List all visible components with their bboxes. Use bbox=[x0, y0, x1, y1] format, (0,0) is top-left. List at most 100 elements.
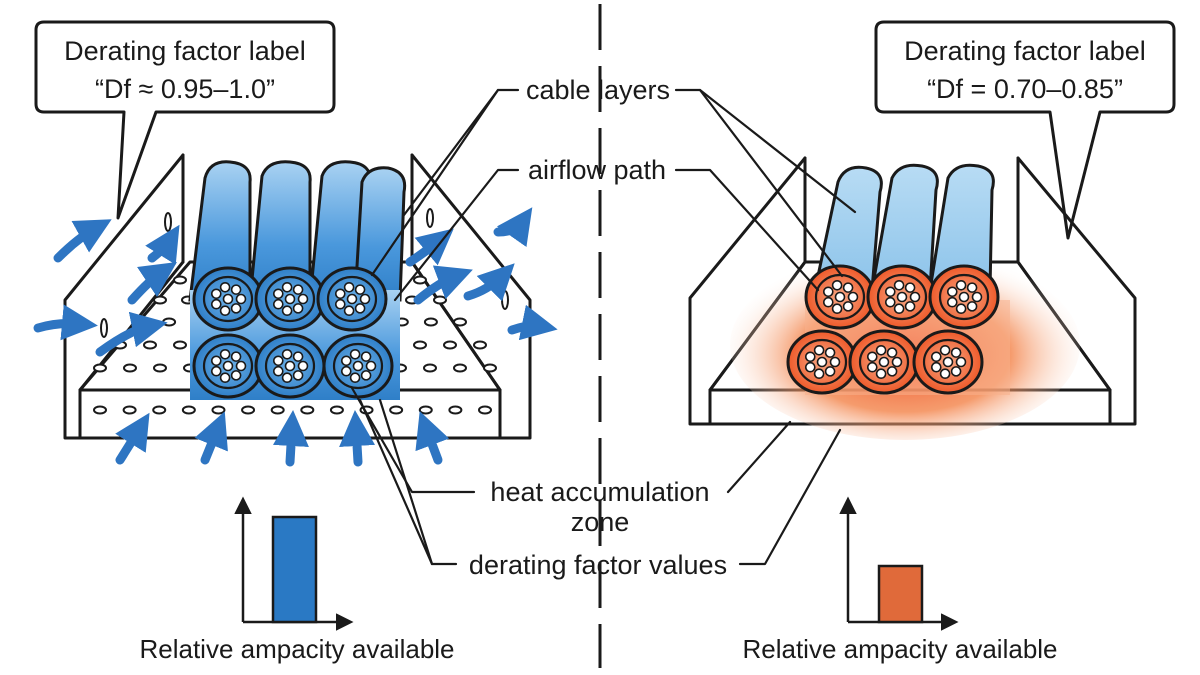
conductor-strand bbox=[831, 303, 843, 314]
airflow-arrow bbox=[339, 410, 376, 467]
conductor-strand bbox=[866, 361, 878, 373]
right-callout-value: “Df = 0.70–0.85” bbox=[927, 74, 1123, 104]
perforation-hole bbox=[329, 405, 344, 415]
label-heat-accumulation: heat accumulation bbox=[490, 477, 709, 507]
conductor-strand bbox=[824, 347, 836, 358]
left-cable-length-2 bbox=[248, 160, 312, 302]
cable-inner-ring bbox=[922, 338, 974, 386]
conductor-strand bbox=[939, 345, 951, 356]
right-ampacity-caption: Relative ampacity available bbox=[742, 634, 1057, 664]
airflow-arrow bbox=[463, 263, 515, 302]
conductor-strand bbox=[946, 286, 958, 298]
cable-inner-ring bbox=[858, 338, 910, 386]
conductor-strand bbox=[824, 366, 836, 377]
conductor-strand bbox=[272, 355, 284, 367]
conductor-strand bbox=[210, 365, 222, 377]
conductor-strand bbox=[292, 370, 304, 381]
perforation-hole bbox=[93, 405, 107, 415]
perforation-hole bbox=[173, 275, 187, 285]
perforation-hole bbox=[483, 363, 497, 373]
conductor-strand bbox=[875, 345, 887, 356]
conductor-strand bbox=[210, 298, 222, 310]
airflow-arrow bbox=[145, 224, 180, 265]
cable-end bbox=[254, 266, 326, 332]
conductor-strand bbox=[950, 347, 962, 358]
conductor-strand bbox=[884, 296, 896, 308]
cable-inner-ring bbox=[796, 338, 848, 386]
perforation-hole bbox=[153, 363, 167, 373]
label-derating-values: derating factor values bbox=[469, 550, 727, 580]
cable-inner-ring bbox=[938, 273, 990, 321]
airflow-arrows bbox=[33, 207, 558, 467]
perforation-hole bbox=[152, 405, 167, 415]
cable-end bbox=[912, 329, 984, 395]
cable-end bbox=[192, 333, 264, 399]
conductor-strand bbox=[230, 284, 242, 295]
airflow-arrow bbox=[507, 304, 558, 341]
conductor-strand bbox=[272, 298, 284, 310]
cable-end bbox=[786, 329, 858, 395]
left-ampacity-chart: Relative ampacity available bbox=[139, 496, 455, 664]
cable-end bbox=[848, 329, 920, 395]
conductor-strand bbox=[230, 303, 242, 314]
leader-lines bbox=[350, 88, 857, 566]
conductor-strand bbox=[942, 356, 954, 368]
conductor-strand bbox=[822, 296, 834, 308]
conductor-strand bbox=[866, 351, 878, 363]
conductor-strand bbox=[878, 356, 890, 368]
cable-inner-ring bbox=[876, 273, 928, 321]
cable-end bbox=[804, 264, 876, 330]
conductor-strand bbox=[210, 355, 222, 367]
cable-end bbox=[322, 333, 394, 399]
conductor-strand bbox=[272, 288, 284, 300]
perforation-hole bbox=[211, 405, 226, 415]
perforation-hole bbox=[443, 340, 457, 350]
conductor-strand bbox=[875, 368, 887, 379]
perforation-hole bbox=[173, 340, 187, 350]
perforation-hole bbox=[181, 405, 196, 415]
conductor-strand bbox=[930, 361, 942, 373]
conductor-strand bbox=[354, 284, 366, 295]
conductor-strand bbox=[340, 355, 352, 367]
perforation-hole bbox=[122, 405, 137, 415]
conductor-strand bbox=[365, 360, 377, 372]
conductor-strand bbox=[292, 284, 304, 295]
conductor-strand bbox=[230, 351, 242, 362]
conductor-strand bbox=[804, 351, 816, 363]
airflow-arrow bbox=[194, 411, 228, 465]
perforation-hole bbox=[423, 363, 437, 373]
right-derating-callout: Derating factor label “Df = 0.70–0.85” bbox=[874, 20, 1176, 240]
conductor-strand bbox=[272, 365, 284, 377]
left-ampacity-caption: Relative ampacity available bbox=[139, 634, 454, 664]
conductor-strand bbox=[884, 286, 896, 298]
conductor-strand bbox=[966, 301, 978, 312]
cable-inner-ring bbox=[326, 275, 378, 323]
right-cable-length-2 bbox=[870, 163, 939, 292]
conductor-strand bbox=[971, 291, 983, 303]
left-cable-ends bbox=[192, 266, 394, 399]
conductor-strand bbox=[219, 372, 231, 383]
conductor-strand bbox=[886, 347, 898, 358]
conductor-strand bbox=[893, 280, 905, 291]
right-cable-ends bbox=[786, 264, 1000, 395]
conductor-strand bbox=[886, 366, 898, 377]
perforation-hole bbox=[453, 363, 467, 373]
conductor-strand bbox=[334, 288, 346, 300]
perforation-hole bbox=[413, 340, 427, 350]
perforation-hole bbox=[413, 275, 427, 285]
cable-end bbox=[928, 264, 1000, 330]
perforation-hole bbox=[418, 405, 433, 415]
airflow-arrow bbox=[405, 228, 454, 267]
perforation-hole bbox=[143, 340, 157, 350]
perforation-hole bbox=[389, 405, 404, 415]
airflow-arrow bbox=[413, 265, 473, 305]
conductor-strand bbox=[219, 349, 231, 360]
perforation-hole bbox=[270, 405, 285, 415]
conductor-strand bbox=[946, 296, 958, 308]
conductor-strand bbox=[230, 370, 242, 381]
left-callout-value: “Df ≈ 0.95–1.0” bbox=[95, 74, 275, 104]
conductor-strand bbox=[222, 360, 234, 372]
right-ampacity-bar bbox=[877, 564, 924, 624]
left-derating-callout: Derating factor label “Df ≈ 0.95–1.0” bbox=[34, 20, 336, 220]
conductor-strand bbox=[292, 303, 304, 314]
